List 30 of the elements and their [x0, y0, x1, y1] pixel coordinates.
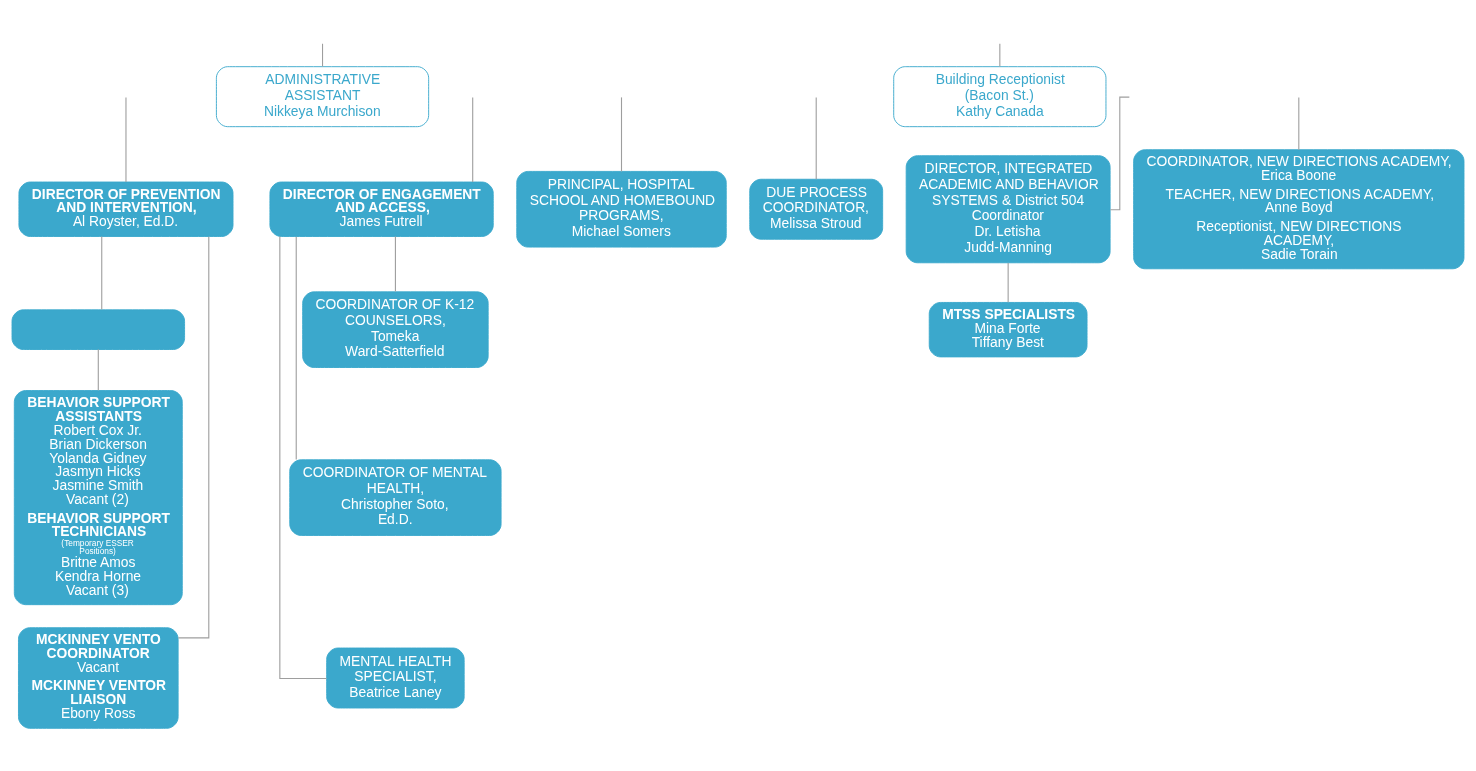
node-box: COORDINATOR OF MENTAL HEALTH, Christopher Soto, Ed.D. [289, 459, 502, 536]
node-box: DIRECTOR OF PREVENTION AND INTERVENTION, Al Royster, Ed.D. [18, 181, 234, 237]
node-box: DUE PROCESS COORDINATOR, Melissa Stroud [749, 178, 884, 240]
node-box: MCKINNEY VENTO COORDINATOR Vacant MCKINNEY VENTOR LIAISON Ebony Ross [18, 627, 179, 729]
connector [1298, 96, 1300, 151]
connector [472, 96, 474, 183]
connector [125, 96, 127, 183]
connector [394, 236, 396, 293]
node-box: ADMINISTRATIVE ASSISTANT Nikkeya Murchison [215, 66, 430, 128]
node-box: PRINCIPAL, HOSPITAL SCHOOL AND HOMEBOUND PROGRAMS, Michael Somers [516, 170, 727, 248]
connector [177, 236, 210, 639]
node-box: BEHAVIOR SUPPORT ASSISTANTS Robert Cox Jr. Brian Dickerson Yolanda Gidney Jasmyn Hicks Jasmine Smith Vacant (2) BEHAVIOR SUPPORT TECHNICIANS (Temporary ESSER Positions) Britne Amos Kendra Horne Vacant (3) [13, 390, 183, 606]
connector [321, 43, 324, 68]
node-box: DIRECTOR OF ENGAGEMENT AND ACCESS, James Futrell [269, 181, 494, 237]
connector [815, 96, 817, 180]
connector [101, 236, 103, 311]
connector [1109, 96, 1130, 211]
connector [279, 235, 328, 680]
node-box: Building Receptionist (Bacon St.) Kathy Canada [893, 66, 1107, 128]
node-box: MENTAL HEALTH SPECIALIST, Beatrice Laney [326, 647, 465, 709]
connector [999, 43, 1001, 68]
connector [620, 96, 623, 172]
node-box [11, 309, 186, 350]
connector [97, 349, 99, 391]
node-box: MTSS SPECIALISTS Mina Forte Tiffany Best [928, 302, 1088, 358]
connector [1007, 262, 1009, 303]
node-box: COORDINATOR, NEW DIRECTIONS ACADEMY, Erica Boone TEACHER, NEW DIRECTIONS ACADEMY, Anne Boyd Receptionist, NEW DIRECTIONS ACADEMY, Sadie Torain [1133, 149, 1465, 270]
connector [295, 236, 297, 461]
node-box: COORDINATOR OF K-12 COUNSELORS, Tomeka Ward-Satterfield [302, 291, 489, 368]
node-box: DIRECTOR, INTEGRATED ACADEMIC AND BEHAVIOR SYSTEMS & District 504 Coordinator Dr. Letisha Judd-Manning [905, 155, 1111, 264]
